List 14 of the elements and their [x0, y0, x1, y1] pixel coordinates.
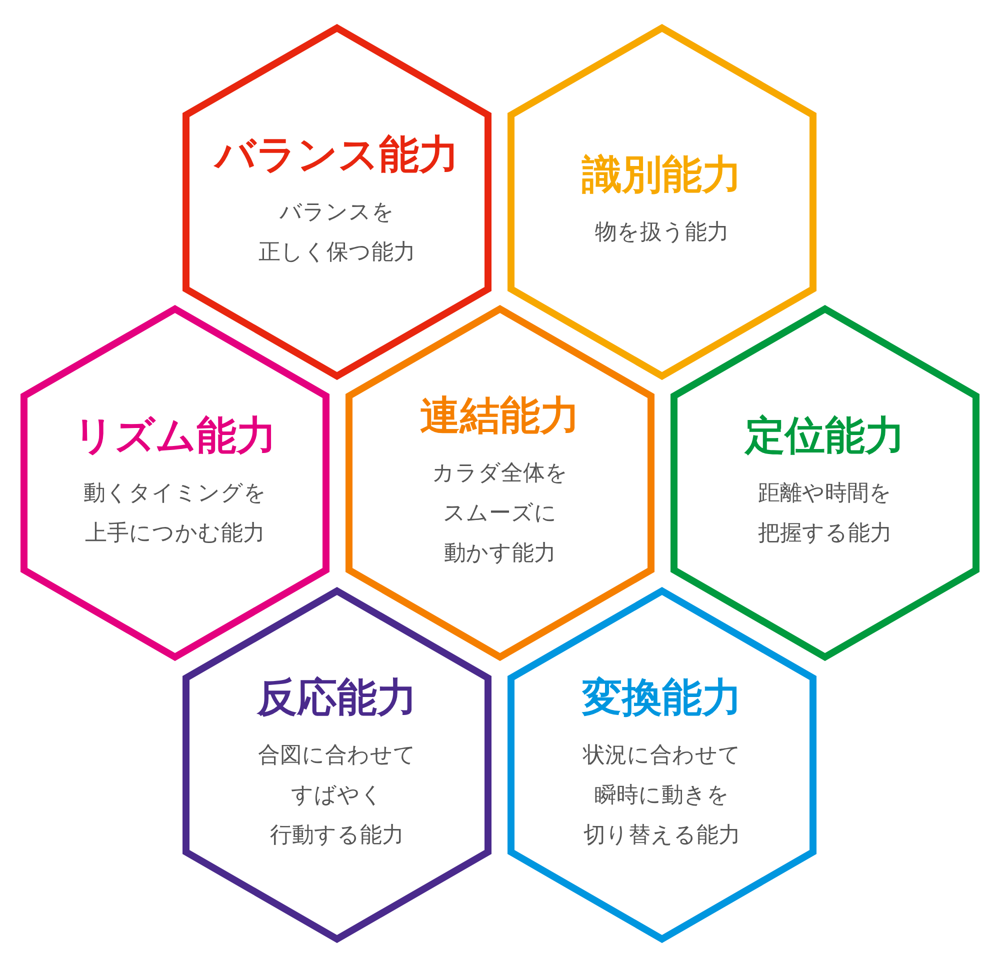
hexagon-description: 動くタイミングを上手につかむ能力: [84, 480, 266, 548]
hexagon-title: バランス能力: [215, 131, 459, 179]
hexagon-description: 合図に合わせてすばやく行動する能力: [258, 742, 416, 850]
hexagon-title: 識別能力: [582, 151, 742, 199]
hexagon-description: カラダ全体をスムーズに動かす能力: [432, 460, 568, 568]
hexagon-title: 連結能力: [420, 392, 580, 440]
hexagon-description: 状況に合わせて瞬時に動きを切り替える能力: [583, 742, 741, 850]
hexagon-title: 定位能力: [745, 412, 905, 460]
hexagon-description: 物を扱う能力: [595, 219, 729, 247]
hexagon-description: バランスを正しく保つ能力: [258, 199, 416, 267]
hexagon-title: 反応能力: [257, 674, 417, 722]
hexagon-title: リズム能力: [74, 412, 276, 460]
hexagon-description: 距離や時間を把握する能力: [758, 480, 892, 548]
hexagon-title: 変換能力: [582, 674, 742, 722]
